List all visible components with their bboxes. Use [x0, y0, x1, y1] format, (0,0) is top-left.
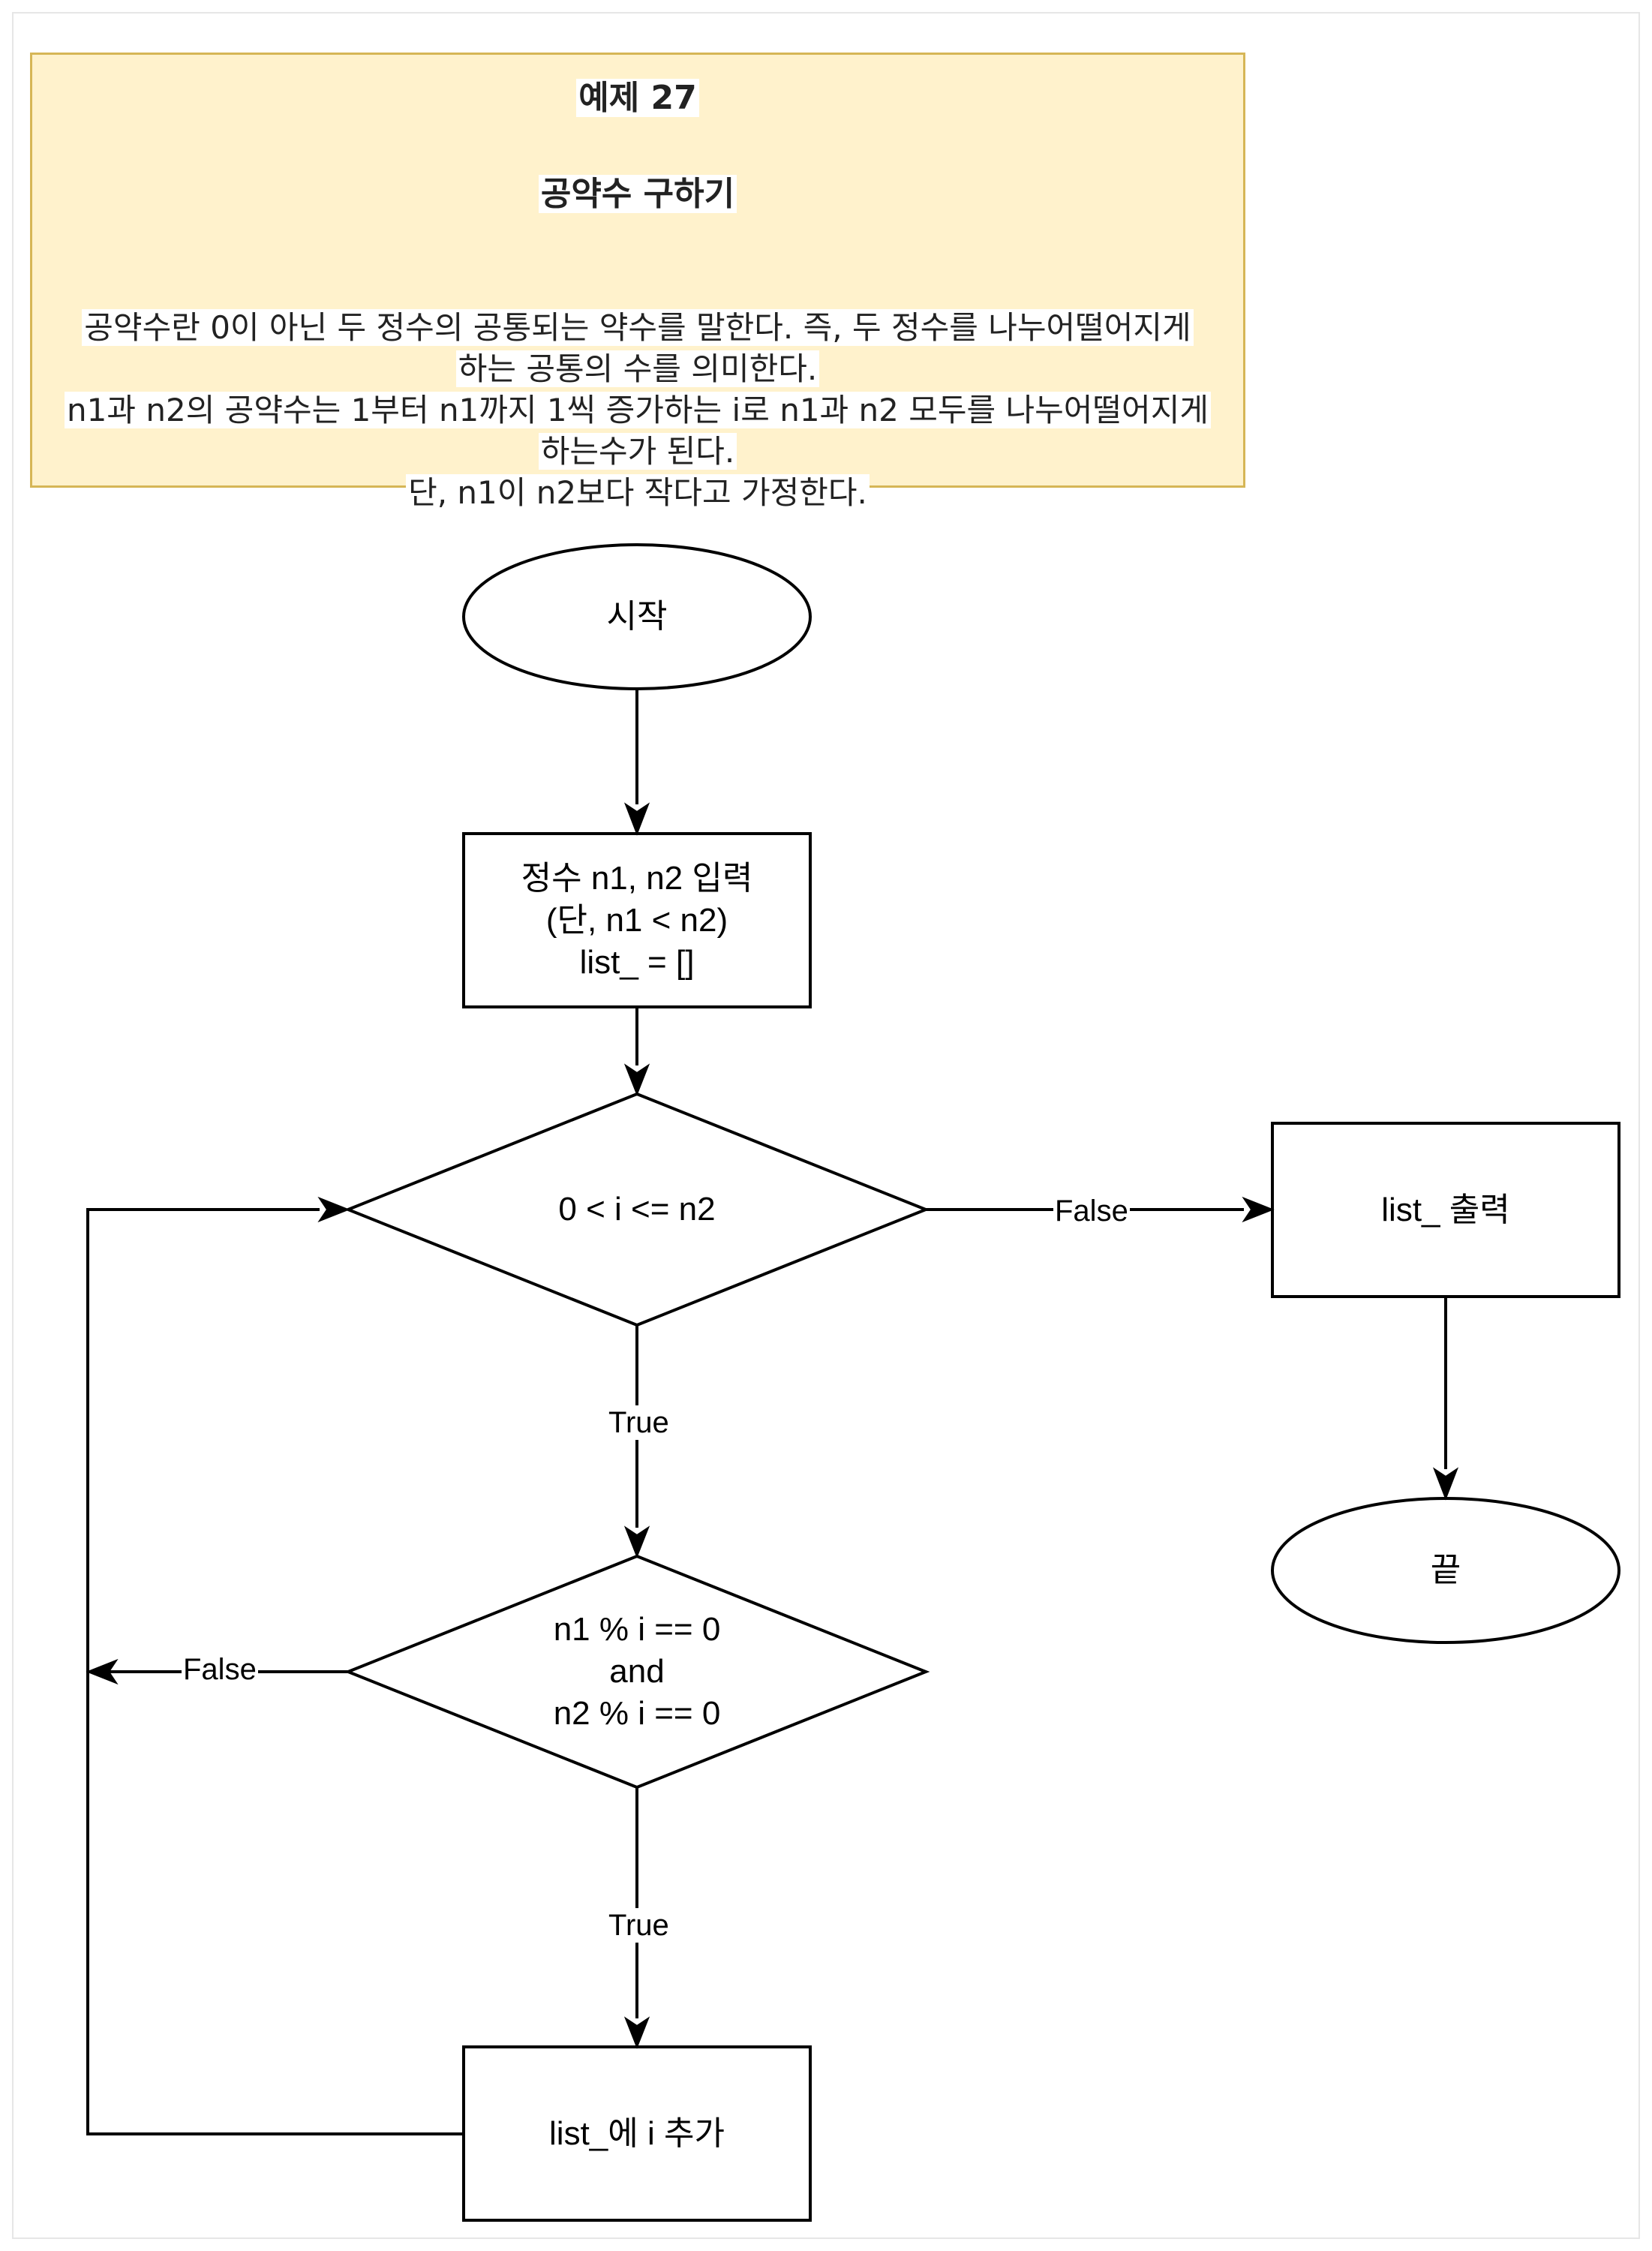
- edge-label-divisor-true: True: [607, 1908, 671, 1943]
- arrowhead: [623, 1063, 650, 1096]
- edge-label-loop-false: False: [1053, 1194, 1130, 1228]
- arrowhead: [317, 1196, 350, 1223]
- divisor-condition-label: n1 % i == 0 and n2 % i == 0: [464, 1606, 810, 1738]
- note-body-line: 하는수가 된다.: [40, 431, 1236, 472]
- arrowhead: [623, 1525, 650, 1558]
- note-subtitle: 공약수 구하기: [32, 173, 1243, 215]
- note-body: 공약수란 0이 아닌 두 정수의 공통되는 약수를 말한다. 즉, 두 정수를 …: [40, 307, 1236, 513]
- arrowhead: [623, 802, 650, 836]
- loop-condition-label: 0 < i <= n2: [558, 1191, 716, 1228]
- output-label: list_ 출력: [1381, 1191, 1510, 1228]
- arrowhead: [86, 1658, 119, 1685]
- divisor-condition-line: and: [609, 1653, 665, 1690]
- arrowhead: [623, 2016, 650, 2049]
- arrowhead: [1242, 1196, 1275, 1223]
- problem-description-note: 예제 27 공약수 구하기 공약수란 0이 아닌 두 정수의 공통되는 약수를 …: [30, 53, 1245, 511]
- input-label-line: (단, n1 < n2): [545, 901, 728, 939]
- note-body-line: 하는 공통의 수를 의미한다.: [40, 348, 1236, 389]
- note-body-line: 단, n1이 n2보다 작다고 가정한다.: [40, 472, 1236, 513]
- end-label: 끝: [1430, 1552, 1461, 1588]
- divisor-condition-line: n2 % i == 0: [553, 1695, 721, 1732]
- input-label-line: list_ = []: [579, 943, 695, 981]
- append-label: list_에 i 추가: [549, 2114, 725, 2152]
- note-title: 예제 27: [32, 77, 1243, 119]
- input-label: 정수 n1, n2 입력 (단, n1 < n2) list_ = []: [464, 834, 810, 1007]
- note-body-line: 공약수란 0이 아닌 두 정수의 공통되는 약수를 말한다. 즉, 두 정수를 …: [40, 307, 1236, 348]
- edge-label-loop-true: True: [607, 1405, 671, 1440]
- append-process-box[interactable]: [462, 2045, 812, 2222]
- arrowhead: [1432, 1467, 1459, 1501]
- output-process-box[interactable]: [1271, 1122, 1620, 1298]
- input-label-line: 정수 n1, n2 입력: [521, 859, 753, 897]
- note-body-line: n1과 n2의 공약수는 1부터 n1까지 1씩 증가하는 i로 n1과 n2 …: [40, 389, 1236, 431]
- edge-label-divisor-false: False: [182, 1652, 258, 1687]
- start-label: 시작: [606, 598, 668, 635]
- input-process-box[interactable]: [462, 832, 812, 1008]
- divisor-condition-line: n1 % i == 0: [553, 1611, 721, 1648]
